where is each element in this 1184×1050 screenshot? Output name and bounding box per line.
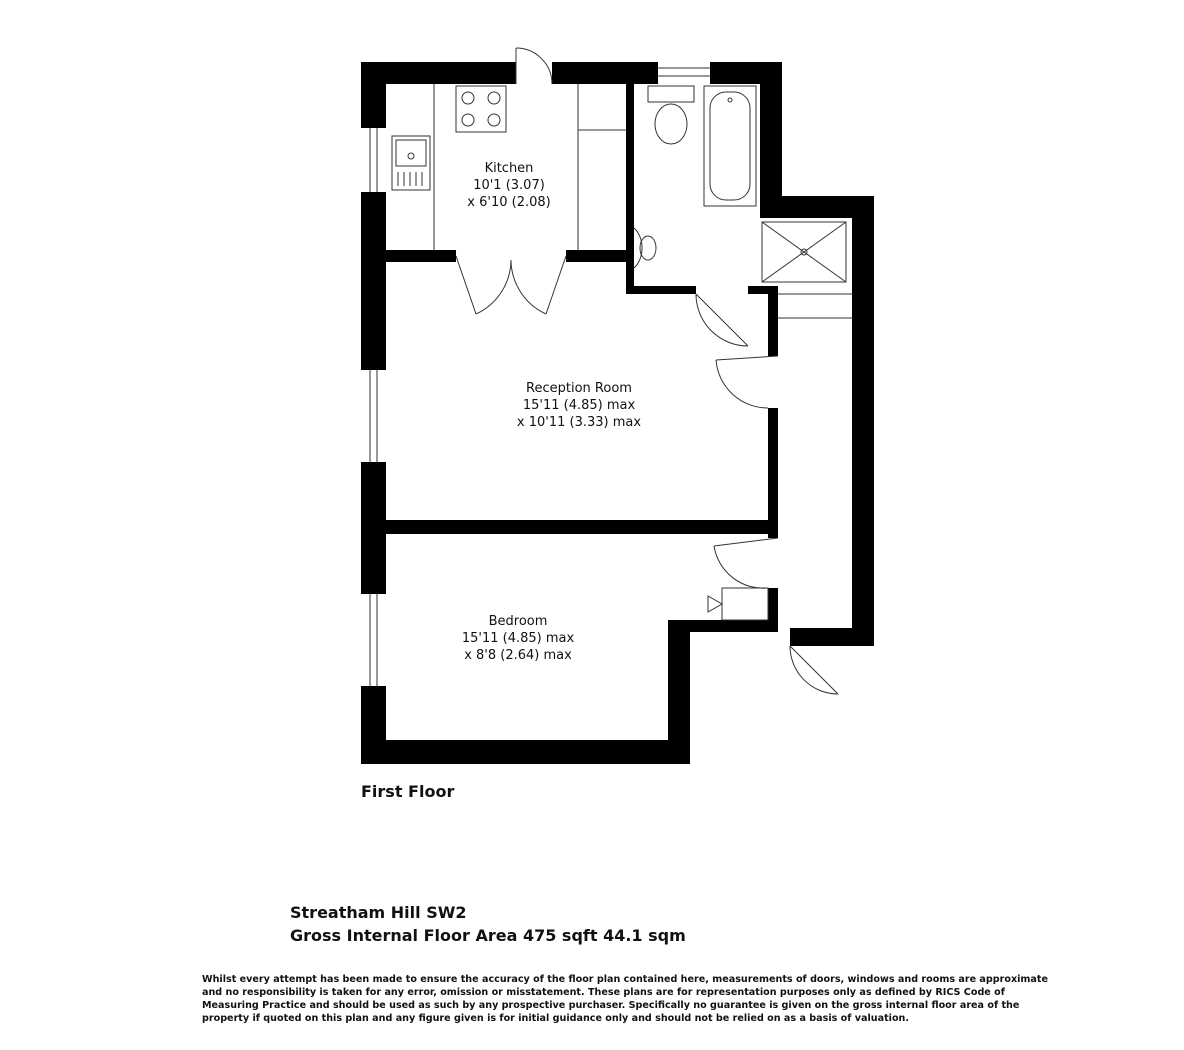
reception-dimension-2: x 10'11 (3.33) max (517, 415, 641, 430)
bedroom-dimension-2: x 8'8 (2.64) max (464, 648, 572, 663)
property-address-block: Streatham Hill SW2 Gross Internal Floor … (290, 901, 686, 947)
bedroom-dimension-1: 15'11 (4.85) max (462, 631, 575, 646)
kitchen-name: Kitchen (485, 161, 534, 176)
reception-name: Reception Room (526, 381, 632, 396)
fixtures (391, 84, 852, 621)
bedroom-name: Bedroom (489, 614, 548, 629)
floor-label: First Floor (361, 782, 455, 801)
property-address: Streatham Hill SW2 (290, 903, 467, 922)
kitchen-dimension-1: 10'1 (3.07) (473, 178, 545, 193)
windows (369, 67, 710, 686)
room-labels: Kitchen 10'1 (3.07) x 6'10 (2.08) Recept… (462, 161, 642, 663)
reception-dimension-1: 15'11 (4.85) max (523, 398, 636, 413)
disclaimer: Whilst every attempt has been made to en… (202, 974, 1048, 1024)
doors (455, 47, 839, 695)
floor-area: Gross Internal Floor Area 475 sqft 44.1 … (290, 926, 686, 945)
kitchen-dimension-2: x 6'10 (2.08) (467, 195, 550, 210)
walls (361, 62, 874, 764)
